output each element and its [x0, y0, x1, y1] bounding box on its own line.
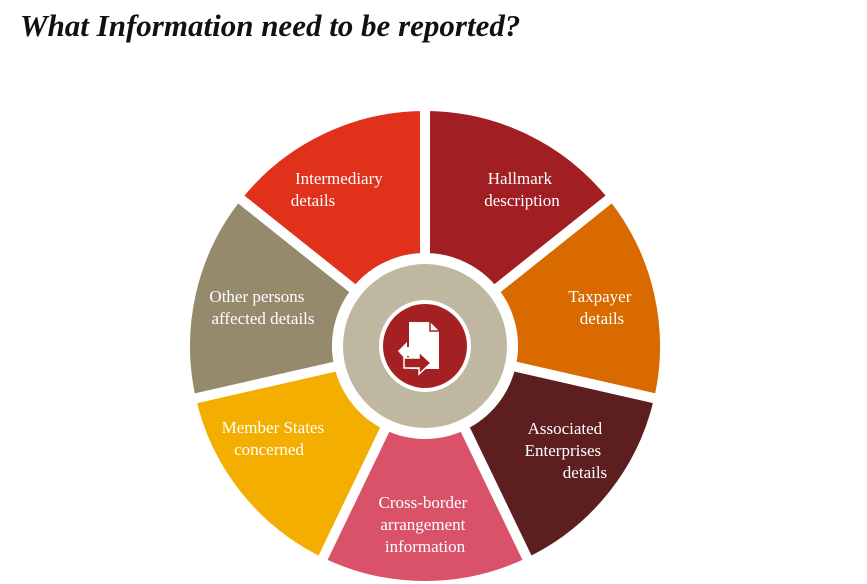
segment-label-taxpayer: Taxpayer details [568, 287, 635, 328]
document-exchange-icon [398, 322, 439, 376]
segment-hallmark [420, 100, 620, 299]
segment-label-intermediary: Intermediary details [291, 169, 387, 210]
segment-taxpayer [486, 189, 670, 406]
segment-label-member-states: Member States concerned [222, 418, 329, 459]
segment-label-other-persons: Other persons affected details [209, 287, 314, 328]
segment-associated [456, 359, 665, 569]
segment-label-associated: Associated Enterprises details [525, 419, 608, 482]
segment-intermediary [230, 100, 430, 299]
segment-other-persons [180, 189, 364, 406]
segment-label-hallmark: Hallmark description [484, 169, 560, 210]
segment-label-cross-border: Cross-border arrangement information [378, 493, 471, 556]
segment-member-states [185, 359, 394, 569]
page-title: What Information need to be reported? [20, 8, 521, 43]
